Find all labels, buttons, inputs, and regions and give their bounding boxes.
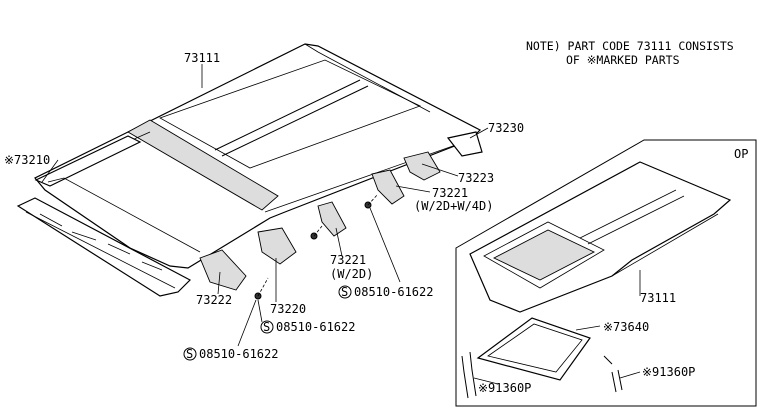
part-labels: 73111 ※73210 73230 73223 73221 (W/2D+W/4… xyxy=(4,51,695,395)
leader-lines-main xyxy=(41,64,489,347)
label-weatherstrip-right: ※91360P xyxy=(642,365,695,379)
label-bow-220: 73220 xyxy=(270,302,306,316)
label-bow-222: 73222 xyxy=(196,293,232,307)
label-roof-main: 73111 xyxy=(184,51,220,65)
screw-symbol-icon xyxy=(183,347,197,361)
label-screw-left-code: 08510-61622 xyxy=(199,347,278,361)
label-bow-221-4d-note: (W/2D+W/4D) xyxy=(414,199,493,213)
label-rail-rear: 73230 xyxy=(488,121,524,135)
label-weatherstrip-left: ※91360P xyxy=(478,381,531,395)
note-line-1: NOTE) PART CODE 73111 CONSISTS xyxy=(526,39,734,53)
note-line-2: OF ※MARKED PARTS xyxy=(566,53,680,67)
label-screw-left: S 08510-61622 xyxy=(183,347,278,361)
label-roof-panel-front: ※73210 xyxy=(4,153,50,167)
screw-symbol-text: S xyxy=(186,347,193,361)
screw-symbol-icon xyxy=(260,320,274,334)
label-screw-right-code: 08510-61622 xyxy=(354,285,433,299)
roof-assembly-drawing xyxy=(16,43,483,300)
option-box-label: OP xyxy=(734,147,748,161)
label-bow-221-4d: 73221 xyxy=(432,186,468,200)
screw-symbol-text: S xyxy=(341,285,348,299)
label-screw-center-code: 08510-61622 xyxy=(276,320,355,334)
leader-lines-option xyxy=(473,270,641,385)
label-screw-right: S 08510-61622 xyxy=(338,285,433,299)
screw-symbol-text: S xyxy=(263,320,270,334)
label-screw-center: S 08510-61622 xyxy=(260,320,355,334)
label-bow-223: 73223 xyxy=(458,171,494,185)
label-bow-221-2d: 73221 xyxy=(330,253,366,267)
label-bow-221-2d-note: (W/2D) xyxy=(330,267,373,281)
screw-symbol-icon xyxy=(338,285,352,299)
label-sunroof-frame: ※73640 xyxy=(603,320,649,334)
label-roof-option: 73111 xyxy=(640,291,676,305)
option-box: OP xyxy=(455,139,757,407)
